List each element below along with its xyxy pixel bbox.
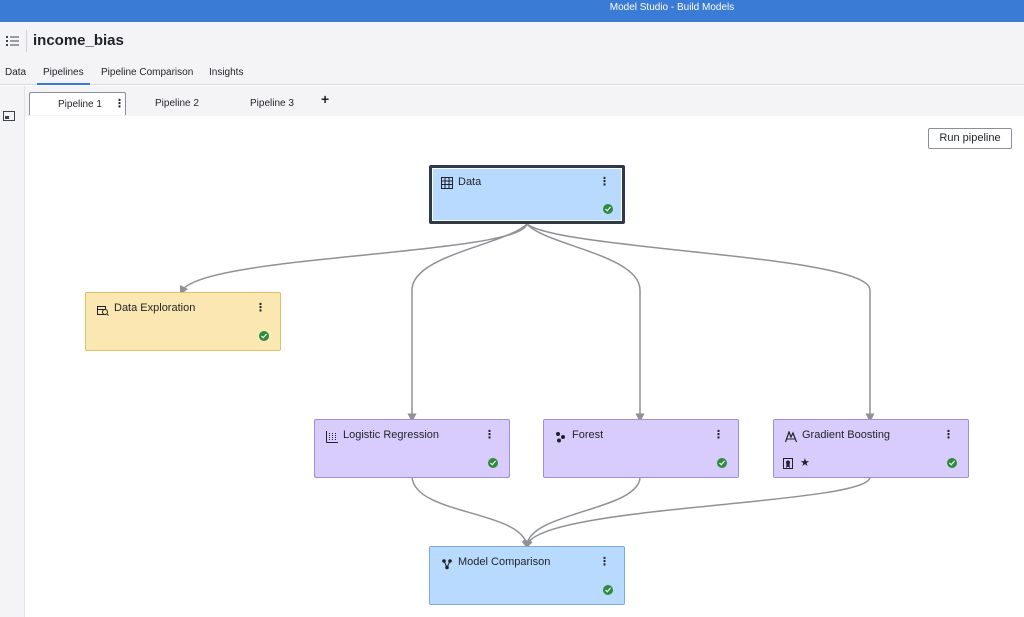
forest-node[interactable]: Forest ⋮	[543, 419, 739, 478]
add-pipeline-icon[interactable]: +	[321, 91, 330, 107]
champion-star-icon: ★	[800, 457, 810, 469]
success-check-icon	[259, 331, 269, 341]
model-comparison-node[interactable]: Model Comparison ⋮	[429, 546, 625, 605]
window-title: Model Studio - Build Models	[609, 2, 735, 13]
model-comparison-icon	[442, 559, 452, 570]
logistic-regression-node[interactable]: Logistic Regression ⋮	[314, 419, 510, 478]
run-pipeline-button[interactable]: Run pipeline	[928, 128, 1012, 149]
pipeline-tabs: Pipeline 1 ⋮ Pipeline 2 Pipeline 3 +	[25, 86, 1024, 116]
success-check-icon	[488, 458, 498, 468]
node-options-icon[interactable]: ⋮	[484, 429, 495, 441]
success-check-icon	[947, 458, 957, 468]
success-check-icon	[717, 458, 727, 468]
header-divider	[26, 30, 27, 52]
left-rail	[0, 86, 25, 617]
node-options-icon[interactable]: ⋮	[599, 556, 610, 568]
register-model-icon	[783, 458, 793, 469]
node-options-icon[interactable]: ⋮	[599, 176, 610, 188]
node-options-icon[interactable]: ⋮	[943, 429, 954, 441]
tab-pipeline-comparison[interactable]: Pipeline Comparison	[101, 67, 194, 78]
node-label: Logistic Regression	[343, 429, 439, 441]
main-tabs: Data Pipelines Pipeline Comparison Insig…	[0, 62, 1024, 85]
node-label: Data	[458, 176, 482, 188]
table-icon	[441, 177, 453, 189]
title-bar: Model Studio - Build Models	[0, 0, 1024, 22]
pipeline-tab-1[interactable]: Pipeline 1 ⋮	[29, 92, 126, 115]
gradient-boosting-node[interactable]: Gradient Boosting ⋮ ★	[773, 419, 969, 478]
list-menu-icon[interactable]	[6, 35, 20, 47]
tab-pipelines[interactable]: Pipelines	[37, 67, 90, 85]
panel-toggle-icon[interactable]	[3, 111, 15, 121]
data-exploration-node[interactable]: Data Exploration ⋮	[85, 292, 281, 351]
node-label: Forest	[572, 429, 604, 441]
logistic-regression-icon	[326, 431, 338, 443]
node-label: Model Comparison	[458, 556, 551, 568]
data-node[interactable]: Data ⋮	[429, 165, 625, 224]
gradient-boosting-icon	[785, 431, 797, 443]
data-exploration-icon	[97, 306, 109, 316]
node-options-icon[interactable]: ⋮	[255, 302, 266, 314]
tab-data[interactable]: Data	[5, 67, 27, 78]
node-options-icon[interactable]: ⋮	[713, 429, 724, 441]
success-check-icon	[603, 585, 613, 595]
node-label: Data Exploration	[114, 302, 196, 314]
node-label: Gradient Boosting	[802, 429, 891, 441]
forest-icon	[556, 432, 565, 443]
pipeline-tab-3[interactable]: Pipeline 3	[250, 98, 294, 109]
project-header: income_bias	[0, 22, 1024, 62]
pipeline-tab-2[interactable]: Pipeline 2	[155, 98, 199, 109]
tab-insights[interactable]: Insights	[209, 67, 244, 78]
project-title: income_bias	[33, 32, 124, 49]
pipeline-tab-label: Pipeline 1	[58, 99, 102, 110]
pipeline-options-icon[interactable]: ⋮	[114, 98, 125, 110]
success-check-icon	[603, 204, 613, 214]
